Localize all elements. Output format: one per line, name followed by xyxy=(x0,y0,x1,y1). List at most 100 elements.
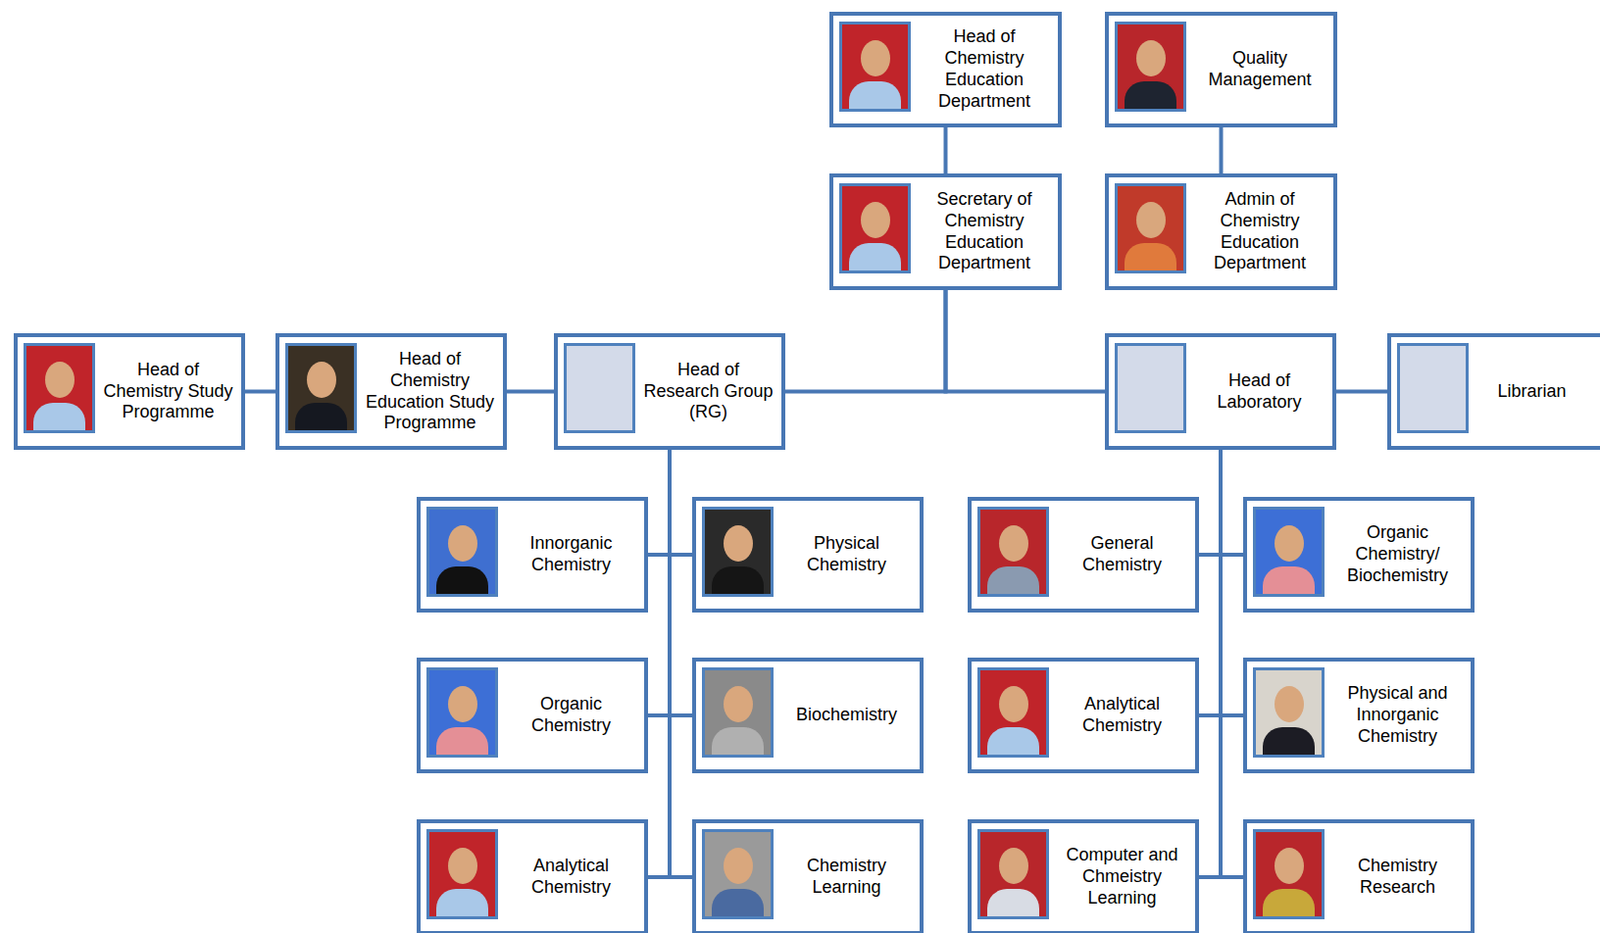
org-box: Analytical Chemistry xyxy=(416,819,649,933)
portrait-body xyxy=(1262,889,1315,920)
portrait-body xyxy=(436,727,489,758)
org-box: Secretary of Chemistry Education Departm… xyxy=(829,173,1062,291)
portrait-head xyxy=(1274,525,1304,562)
org-box: Admin of Chemistry Education Department xyxy=(1104,173,1338,291)
org-box: Organic Chemistry xyxy=(416,657,649,774)
org-connector xyxy=(1220,450,1244,878)
portrait-head xyxy=(999,525,1029,562)
org-box: Chemistry Research xyxy=(1243,819,1475,933)
portrait-photo xyxy=(1252,667,1325,758)
portrait-head xyxy=(1136,40,1166,77)
portrait-head xyxy=(448,525,478,562)
portrait-head xyxy=(723,686,753,723)
portrait-photo xyxy=(701,667,774,758)
org-box: Librarian xyxy=(1387,333,1600,450)
portrait-head xyxy=(860,40,891,77)
portrait-head xyxy=(723,848,753,885)
org-connector xyxy=(648,450,670,716)
portrait-body xyxy=(987,727,1040,758)
portrait-body xyxy=(1124,81,1177,112)
portrait-photo xyxy=(1114,21,1187,112)
portrait-head xyxy=(999,848,1029,885)
box-label: Physical and Innorganic Chemistry xyxy=(1327,683,1468,749)
portrait-head xyxy=(860,201,891,239)
text-area: Head of Research Group (RG) xyxy=(638,337,779,447)
org-box: Head of Research Group (RG) xyxy=(553,333,786,450)
text-area: Head of Chemistry Education Department xyxy=(913,15,1055,124)
portrait-photo xyxy=(1252,506,1325,598)
box-label: Head of Chemistry Education Study Progra… xyxy=(359,349,500,436)
org-box: Analytical Chemistry xyxy=(967,657,1200,774)
portrait-body xyxy=(711,889,764,920)
org-box: Innorganic Chemistry xyxy=(416,497,649,613)
portrait-body xyxy=(1124,243,1177,274)
portrait-body xyxy=(1262,566,1315,598)
box-label: General Chemistry xyxy=(1051,533,1193,577)
box-label: Innorganic Chemistry xyxy=(500,533,642,577)
text-area: Admin of Chemistry Education Department xyxy=(1189,177,1331,287)
portrait-body xyxy=(436,566,489,598)
text-area: Quality Management xyxy=(1189,15,1331,124)
org-connector xyxy=(1336,390,1388,395)
portrait-photo xyxy=(977,667,1050,758)
box-label: Head of Research Group (RG) xyxy=(638,359,779,425)
org-connector xyxy=(669,450,693,555)
text-area: Head of Laboratory xyxy=(1189,337,1330,447)
text-area: Analytical Chemistry xyxy=(500,823,642,932)
portrait-head xyxy=(1274,848,1304,885)
org-connector xyxy=(669,450,693,878)
org-box: Computer and Chmeistry Learning xyxy=(967,819,1200,933)
portrait-head xyxy=(1136,201,1166,239)
org-box: Organic Chemistry/ Biochemistry xyxy=(1243,497,1475,613)
text-area: Physical and Innorganic Chemistry xyxy=(1327,661,1468,770)
org-box: Head of Chemistry Education Study Progra… xyxy=(275,333,507,450)
text-area: Head of Chemistry Education Study Progra… xyxy=(359,337,500,447)
portrait-body xyxy=(295,402,348,434)
portrait-body xyxy=(987,889,1040,920)
org-connector xyxy=(1199,450,1221,716)
text-area: Chemistry Learning xyxy=(776,823,917,932)
org-box: Biochemistry xyxy=(692,657,924,774)
box-label: Organic Chemistry/ Biochemistry xyxy=(1327,522,1468,588)
text-area: Head of Chemistry Study Programme xyxy=(98,337,239,447)
portrait-photo xyxy=(285,343,357,434)
text-area: Biochemistry xyxy=(776,661,917,770)
box-label: Head of Chemistry Education Department xyxy=(913,26,1055,113)
box-label: Analytical Chemistry xyxy=(1051,694,1193,738)
portrait-body xyxy=(849,243,901,274)
text-area: Analytical Chemistry xyxy=(1051,661,1193,770)
box-label: Physical Chemistry xyxy=(776,533,917,577)
box-label: Chemistry Learning xyxy=(776,855,917,900)
org-box: Head of Chemistry Study Programme xyxy=(13,333,246,450)
org-connector xyxy=(648,450,670,555)
box-label: Biochemistry xyxy=(776,704,917,727)
text-area: Librarian xyxy=(1471,337,1593,447)
box-label: Analytical Chemistry xyxy=(500,855,642,900)
org-connector xyxy=(1219,127,1224,174)
portrait-photo xyxy=(701,829,774,920)
org-box: Head of Laboratory xyxy=(1104,333,1337,450)
portrait-body xyxy=(436,889,489,920)
org-connector xyxy=(648,450,670,878)
portrait-photo xyxy=(426,829,499,920)
portrait-photo xyxy=(1114,343,1187,434)
portrait-photo xyxy=(839,183,911,274)
org-connector xyxy=(1220,450,1244,716)
box-label: Head of Chemistry Study Programme xyxy=(98,359,239,425)
portrait-head xyxy=(448,848,478,885)
portrait-photo xyxy=(426,506,499,598)
portrait-photo xyxy=(701,506,774,598)
portrait-body xyxy=(987,566,1040,598)
org-connector xyxy=(506,390,554,395)
box-label: Secretary of Chemistry Education Departm… xyxy=(913,189,1055,276)
portrait-photo xyxy=(1252,829,1325,920)
text-area: Innorganic Chemistry xyxy=(500,500,642,609)
portrait-head xyxy=(1274,686,1304,723)
portrait-body xyxy=(711,566,764,598)
org-box: General Chemistry xyxy=(967,497,1200,613)
portrait-photo xyxy=(23,343,96,434)
box-label: Quality Management xyxy=(1189,48,1331,92)
text-area: Organic Chemistry/ Biochemistry xyxy=(1327,500,1468,609)
